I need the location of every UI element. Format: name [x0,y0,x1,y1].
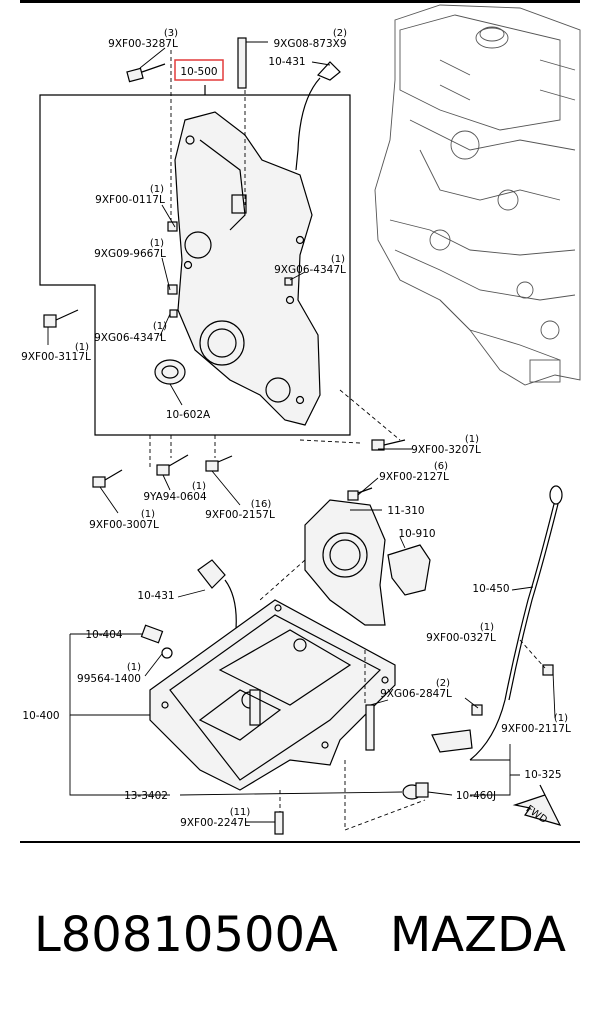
leader-lines [47,41,556,823]
callout-label: 10-431 [268,56,305,68]
part-number: L80810500A [34,907,338,963]
front-cover-box [39,85,351,436]
callout-qty: (1) [465,434,479,445]
callout-qty: (1) [554,713,568,724]
callout-label: 9XG09-9667L [94,248,166,260]
bolts-below-cover [92,439,406,501]
callout-label: 9XF00-2247L [180,817,250,829]
callout-label: 9XF00-2127L [379,471,449,483]
callout-qty: (1) [153,321,167,332]
dashed-guides [149,50,546,831]
highlight-box [174,59,224,81]
engine-block-drawing [374,4,581,386]
oil-shield-drawing [387,544,431,596]
callout-label: 9XF00-3007L [89,519,159,531]
callout-qty: (11) [230,807,251,818]
callout-qty: (1) [480,622,494,633]
callout-label: 10-910 [398,528,435,540]
callout-qty: (1) [150,184,164,195]
callout-qty: (2) [436,678,450,689]
callout-label-highlighted: 10-500 [180,66,217,78]
callout-label: 9XF00-3117L [21,351,91,363]
rear-cover-drawing [304,499,386,626]
callout-qty: (2) [333,28,347,39]
oil-switch-drawing [140,624,173,659]
callout-qty: (1) [141,509,155,520]
callout-qty: (1) [192,481,206,492]
callout-label: 13-3402 [124,790,168,802]
callout-label: 9XF00-3207L [411,444,481,456]
callout-label: 9XG06-4347L [274,264,346,276]
dipstick-drawing [469,485,563,761]
callout-qty: (1) [150,238,164,249]
callout-label: 9XG06-4347L [94,332,166,344]
callout-qty: (1) [127,662,141,673]
fwd-arrow-icon: FWD [512,784,562,826]
bolt-drawing-top [126,37,341,171]
small-bolts-front [43,221,293,328]
callout-label: 10-450 [472,583,509,595]
oil-pan-drawing [149,599,396,791]
callout-label: 9XG08-873X9 [273,38,346,50]
callout-label: 9XF00-2117L [501,723,571,735]
drain-plug-drawing [402,782,429,800]
callout-qty: (3) [164,28,178,39]
callout-label: 9XF00-2157L [205,509,275,521]
timing-cover-drawing [174,111,321,426]
callout-label: 99564-1400 [77,673,141,685]
dipstick-tube-drawing [274,664,554,835]
callout-label: 10-602A [166,409,211,421]
callout-label: 9XF00-0117L [95,194,165,206]
footer-divider [20,841,580,843]
callout-label: 11-310 [387,505,424,517]
callout-label: 10-460J [456,790,496,802]
callout-label: 10-325 [524,769,561,781]
callout-qty: (16) [251,499,272,510]
callout-label: 9XF00-0327L [426,632,496,644]
parts-diagram: FWD [21,4,581,835]
crank-seal-drawing [154,359,186,385]
brand-name: MAZDA [389,907,566,963]
callout-label: 9YA94-0604 [143,491,207,503]
callout-label: 10-431 [137,590,174,602]
callout-labels: (3) 9XF00-3287L (2) 9XG08-873X9 10-500 1… [21,28,571,829]
callout-label: 10-404 [85,629,123,641]
callout-qty: (1) [331,254,345,265]
callout-qty: (1) [75,342,89,353]
callout-label: 9XG06-2847L [380,688,452,700]
top-border [20,0,580,3]
callout-qty: (6) [434,461,448,472]
footer-caption: L80810500A MAZDA [0,890,600,980]
callout-label: 10-400 [22,710,59,722]
callout-label: 9XF00-3287L [108,38,178,50]
